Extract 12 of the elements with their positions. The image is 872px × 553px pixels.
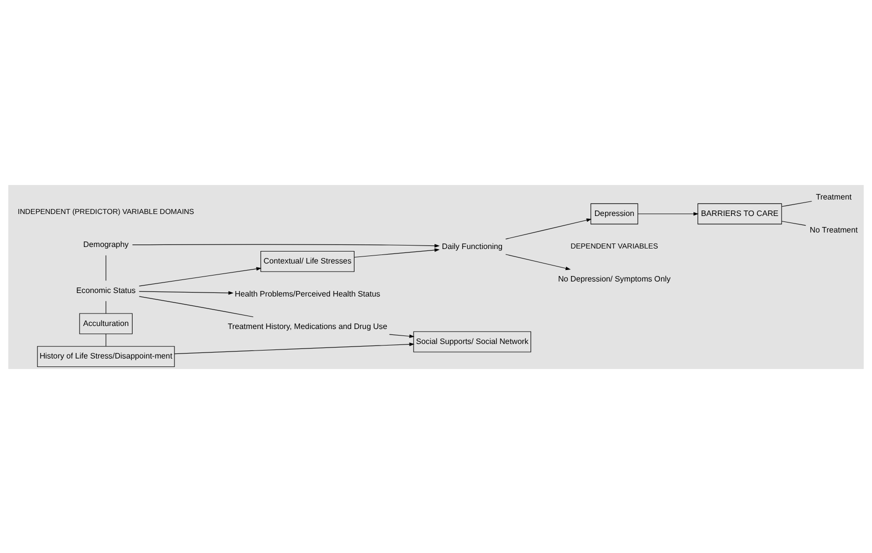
arrow bbox=[354, 248, 440, 258]
connector bbox=[138, 296, 254, 317]
arrow bbox=[138, 290, 234, 294]
arrow bbox=[389, 334, 414, 338]
connector bbox=[782, 200, 812, 206]
arrow bbox=[174, 342, 414, 354]
arrow bbox=[138, 266, 262, 286]
arrow bbox=[505, 254, 571, 270]
connector bbox=[782, 220, 806, 226]
arrow bbox=[505, 218, 592, 239]
arrow bbox=[132, 244, 440, 248]
arrow bbox=[638, 212, 699, 216]
